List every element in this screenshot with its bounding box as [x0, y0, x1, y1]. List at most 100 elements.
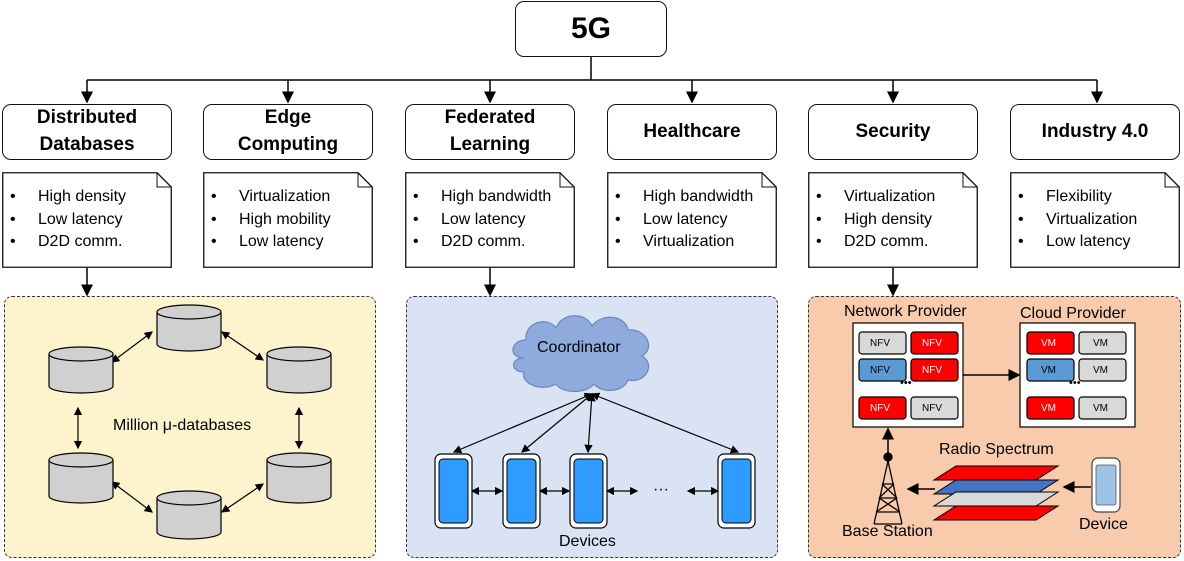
db-link	[111, 481, 153, 513]
category-label-line: Healthcare	[643, 120, 741, 142]
nfv-cell	[910, 331, 959, 355]
vm-label: VM	[1041, 403, 1056, 414]
devices-label: Devices	[559, 533, 616, 550]
category-label-line: Learning	[449, 134, 531, 155]
device-phone-icon	[502, 453, 541, 529]
vm-cell	[1078, 331, 1127, 355]
base-station-tower-icon	[873, 452, 903, 525]
features-note-industry-4-0: Flexibility Virtualization Low latency	[1010, 172, 1180, 268]
features-note-edge-computing: Virtualization High mobility Low latency	[203, 172, 373, 268]
feature-item: D2D comm.	[413, 231, 551, 254]
coordinator-link	[590, 392, 740, 454]
nfv-label: NFV	[870, 365, 890, 376]
feature-item: High density	[10, 186, 126, 209]
nfv-ellipsis: •••	[900, 377, 912, 389]
coordinator-label: Coordinator	[537, 339, 621, 356]
feature-item: Low latency	[211, 231, 331, 254]
nfv-cell	[910, 396, 959, 420]
security-panel: Network Provider Cloud Provider NFV NFV …	[808, 296, 1181, 558]
devices-ellipsis: ···	[653, 481, 669, 498]
feature-item: Virtualization	[1018, 209, 1137, 232]
feature-item: D2D comm.	[10, 231, 126, 254]
feature-item: Low latency	[10, 209, 126, 232]
feature-item: D2D comm.	[816, 231, 935, 254]
feature-list: High bandwidth Low latency Virtualizatio…	[607, 186, 753, 254]
coordinator-link	[584, 392, 596, 454]
category-industry-4-0: Industry 4.0	[1010, 104, 1180, 160]
feature-list: Virtualization High density D2D comm.	[808, 186, 935, 254]
nfv-cell	[858, 396, 907, 420]
federated-graphic	[434, 315, 756, 529]
feature-item: High bandwidth	[413, 186, 551, 209]
feature-item: Flexibility	[1018, 186, 1137, 209]
databases-panel: Million μ-databases	[4, 296, 376, 558]
database-icon	[48, 452, 114, 504]
nfv-label: NFV	[870, 338, 890, 349]
mobile-device-icon	[1091, 457, 1121, 513]
feature-list: Flexibility Virtualization Low latency	[1010, 186, 1137, 254]
device-phone-icon	[717, 453, 756, 529]
radio-spectrum-label: Radio Spectrum	[939, 441, 1054, 458]
federated-panel: Coordinator ··· Devices	[406, 296, 778, 558]
coordinator-link	[452, 392, 594, 454]
feature-item: Low latency	[1018, 231, 1137, 254]
database-icon	[156, 490, 222, 540]
vm-label: VM	[1041, 365, 1056, 376]
db-link	[111, 331, 153, 363]
db-link	[221, 483, 264, 513]
features-note-healthcare: High bandwidth Low latency Virtualizatio…	[607, 172, 777, 268]
root-label: 5G	[570, 12, 612, 45]
feature-item: Low latency	[413, 209, 551, 232]
nfv-cell	[910, 358, 959, 382]
feature-list: High density Low latency D2D comm.	[2, 186, 126, 254]
feature-item: Virtualization	[615, 231, 753, 254]
feature-item: High bandwidth	[615, 186, 753, 209]
device-label: Device	[1079, 516, 1128, 533]
features-note-distributed-databases: High density Low latency D2D comm.	[2, 172, 172, 268]
root-node-5g: 5G	[515, 1, 667, 57]
base-station-label: Base Station	[842, 523, 933, 540]
nfv-label: NFV	[870, 403, 890, 414]
radio-spectrum-layers-icon	[932, 465, 1060, 521]
vm-cell	[1078, 358, 1127, 382]
category-healthcare: Healthcare	[607, 104, 777, 160]
vm-cell	[1026, 331, 1075, 355]
feature-item: High density	[816, 209, 935, 232]
vm-label: VM	[1093, 365, 1108, 376]
nfv-label: NFV	[922, 403, 942, 414]
category-label-line: Computing	[237, 134, 339, 155]
nfv-label: NFV	[922, 365, 942, 376]
database-icon	[266, 452, 332, 504]
nfv-cell	[858, 331, 907, 355]
vm-cell	[1026, 396, 1075, 420]
category-label-line: Databases	[39, 134, 135, 155]
vm-ellipsis: •••	[1069, 377, 1081, 389]
vm-cell	[1078, 396, 1127, 420]
database-icon	[266, 346, 332, 394]
features-note-security: Virtualization High density D2D comm.	[808, 172, 978, 268]
network-provider-label: Network Provider	[844, 303, 967, 320]
databases-label: Million μ-databases	[113, 417, 252, 434]
category-security: Security	[808, 104, 978, 160]
category-label-line: Federated	[444, 107, 536, 129]
category-label-line: Industry 4.0	[1041, 120, 1149, 142]
database-ring-graphic	[48, 304, 332, 540]
db-link	[221, 331, 264, 361]
coordinator-link	[521, 393, 593, 453]
vm-label: VM	[1041, 338, 1056, 349]
device-phone-icon	[569, 453, 608, 529]
security-graphic	[852, 322, 1136, 525]
vm-label: VM	[1093, 338, 1108, 349]
feature-item: Virtualization	[816, 186, 935, 209]
category-label-line: Security	[855, 120, 931, 142]
coordinator-cloud-icon	[512, 315, 650, 393]
features-note-federated-learning: High bandwidth Low latency D2D comm.	[405, 172, 575, 268]
nfv-label: NFV	[922, 338, 942, 349]
feature-list: High bandwidth Low latency D2D comm.	[405, 186, 551, 254]
category-label-line: Edge	[264, 107, 312, 129]
device-phone-icon	[434, 453, 473, 529]
vm-cell	[1026, 358, 1075, 382]
